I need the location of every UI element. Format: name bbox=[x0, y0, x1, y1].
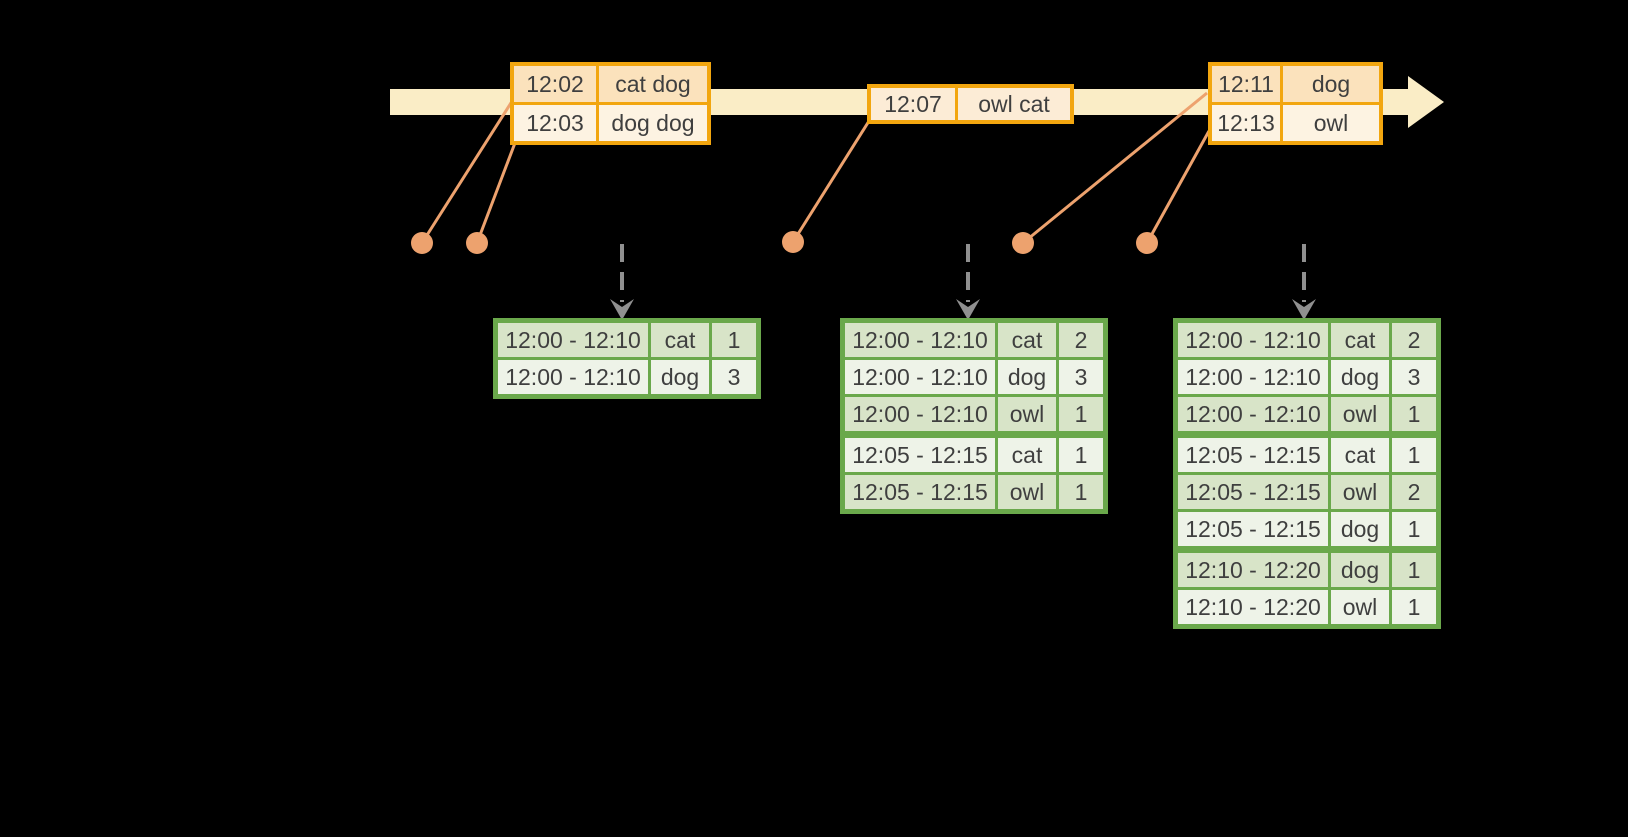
count-cell: 1 bbox=[1056, 472, 1107, 513]
word-cell: owl bbox=[995, 394, 1059, 436]
event-connector-line bbox=[791, 120, 871, 243]
count-cell: 3 bbox=[709, 357, 760, 398]
event-table: 12:11 dog 12:13 owl bbox=[1208, 62, 1383, 145]
event-dot bbox=[1012, 232, 1034, 254]
window-cell: 12:00 - 12:10 bbox=[841, 394, 998, 436]
event-table: 12:02 cat dog 12:03 dog dog bbox=[510, 62, 711, 145]
window-cell: 12:00 - 12:10 bbox=[1174, 319, 1331, 360]
result-row: 12:00 - 12:10 owl 1 bbox=[841, 394, 1107, 436]
result-table: 12:00 - 12:10 cat 2 12:00 - 12:10 dog 3 … bbox=[840, 318, 1108, 514]
word-cell: cat bbox=[648, 319, 712, 360]
window-cell: 12:05 - 12:15 bbox=[1174, 509, 1331, 551]
event-words-cell: cat dog bbox=[596, 62, 711, 105]
event-dot bbox=[1136, 232, 1158, 254]
count-cell: 1 bbox=[1056, 431, 1107, 475]
event-time-cell: 12:11 bbox=[1208, 62, 1283, 105]
event-words-cell: dog bbox=[1280, 62, 1383, 105]
word-cell: dog bbox=[1328, 357, 1392, 397]
event-dot bbox=[411, 232, 433, 254]
count-cell: 1 bbox=[1389, 431, 1440, 475]
result-row: 12:00 - 12:10 cat 1 bbox=[494, 319, 760, 360]
word-cell: owl bbox=[1328, 587, 1392, 628]
event-table: 12:07 owl cat bbox=[867, 84, 1074, 124]
window-cell: 12:05 - 12:15 bbox=[1174, 431, 1331, 475]
word-cell: cat bbox=[995, 431, 1059, 475]
count-cell: 3 bbox=[1389, 357, 1440, 397]
count-cell: 1 bbox=[709, 319, 760, 360]
count-cell: 2 bbox=[1389, 319, 1440, 360]
word-cell: dog bbox=[995, 357, 1059, 397]
result-row: 12:10 - 12:20 dog 1 bbox=[1174, 546, 1440, 590]
window-cell: 12:00 - 12:10 bbox=[494, 357, 651, 398]
result-table: 12:00 - 12:10 cat 1 12:00 - 12:10 dog 3 bbox=[493, 318, 761, 399]
count-cell: 1 bbox=[1389, 509, 1440, 551]
result-row: 12:00 - 12:10 dog 3 bbox=[494, 357, 760, 398]
event-time-cell: 12:13 bbox=[1208, 102, 1283, 145]
count-cell: 2 bbox=[1056, 319, 1107, 360]
result-row: 12:00 - 12:10 cat 2 bbox=[1174, 319, 1440, 360]
event-connector-line bbox=[420, 94, 518, 244]
trigger-arrowhead-icon bbox=[610, 299, 634, 320]
window-cell: 12:05 - 12:15 bbox=[1174, 472, 1331, 512]
event-connector-line bbox=[1022, 91, 1208, 245]
result-row: 12:05 - 12:15 owl 2 bbox=[1174, 472, 1440, 512]
count-cell: 1 bbox=[1389, 394, 1440, 436]
event-time-cell: 12:03 bbox=[510, 102, 599, 145]
event-row: 12:07 owl cat bbox=[867, 84, 1074, 124]
word-cell: owl bbox=[1328, 472, 1392, 512]
result-row: 12:05 - 12:15 cat 1 bbox=[841, 431, 1107, 475]
event-row: 12:11 dog bbox=[1208, 62, 1383, 105]
timeline-arrowhead-icon bbox=[1408, 76, 1444, 128]
event-words-cell: dog dog bbox=[596, 102, 711, 145]
result-row: 12:05 - 12:15 cat 1 bbox=[1174, 431, 1440, 475]
word-cell: cat bbox=[995, 319, 1059, 360]
window-cell: 12:05 - 12:15 bbox=[841, 472, 998, 513]
result-row: 12:00 - 12:10 dog 3 bbox=[841, 357, 1107, 397]
window-cell: 12:00 - 12:10 bbox=[1174, 394, 1331, 436]
result-table: 12:00 - 12:10 cat 2 12:00 - 12:10 dog 3 … bbox=[1173, 318, 1441, 629]
event-dot bbox=[466, 232, 488, 254]
word-cell: dog bbox=[648, 357, 712, 398]
word-cell: owl bbox=[1328, 394, 1392, 436]
count-cell: 1 bbox=[1056, 394, 1107, 436]
window-cell: 12:05 - 12:15 bbox=[841, 431, 998, 475]
result-row: 12:00 - 12:10 dog 3 bbox=[1174, 357, 1440, 397]
event-words-cell: owl bbox=[1280, 102, 1383, 145]
word-cell: dog bbox=[1328, 509, 1392, 551]
window-cell: 12:10 - 12:20 bbox=[1174, 546, 1331, 590]
result-row: 12:05 - 12:15 dog 1 bbox=[1174, 509, 1440, 551]
trigger-arrowhead-icon bbox=[1292, 299, 1316, 320]
word-cell: dog bbox=[1328, 546, 1392, 590]
event-time-cell: 12:02 bbox=[510, 62, 599, 105]
event-row: 12:02 cat dog bbox=[510, 62, 711, 105]
result-row: 12:10 - 12:20 owl 1 bbox=[1174, 587, 1440, 628]
result-row: 12:05 - 12:15 owl 1 bbox=[841, 472, 1107, 513]
result-row: 12:00 - 12:10 owl 1 bbox=[1174, 394, 1440, 436]
word-cell: cat bbox=[1328, 319, 1392, 360]
window-cell: 12:10 - 12:20 bbox=[1174, 587, 1331, 628]
event-connector-line bbox=[475, 134, 520, 244]
event-row: 12:03 dog dog bbox=[510, 102, 711, 145]
window-cell: 12:00 - 12:10 bbox=[494, 319, 651, 360]
window-cell: 12:00 - 12:10 bbox=[841, 319, 998, 360]
word-cell: cat bbox=[1328, 431, 1392, 475]
count-cell: 1 bbox=[1389, 587, 1440, 628]
window-cell: 12:00 - 12:10 bbox=[841, 357, 998, 397]
event-time-cell: 12:07 bbox=[867, 84, 958, 124]
event-words-cell: owl cat bbox=[955, 84, 1074, 124]
count-cell: 1 bbox=[1389, 546, 1440, 590]
trigger-arrowhead-icon bbox=[956, 299, 980, 320]
count-cell: 2 bbox=[1389, 472, 1440, 512]
count-cell: 3 bbox=[1056, 357, 1107, 397]
window-cell: 12:00 - 12:10 bbox=[1174, 357, 1331, 397]
result-row: 12:00 - 12:10 cat 2 bbox=[841, 319, 1107, 360]
word-cell: owl bbox=[995, 472, 1059, 513]
event-connector-line bbox=[1145, 130, 1211, 244]
event-dot bbox=[782, 231, 804, 253]
event-row: 12:13 owl bbox=[1208, 102, 1383, 145]
